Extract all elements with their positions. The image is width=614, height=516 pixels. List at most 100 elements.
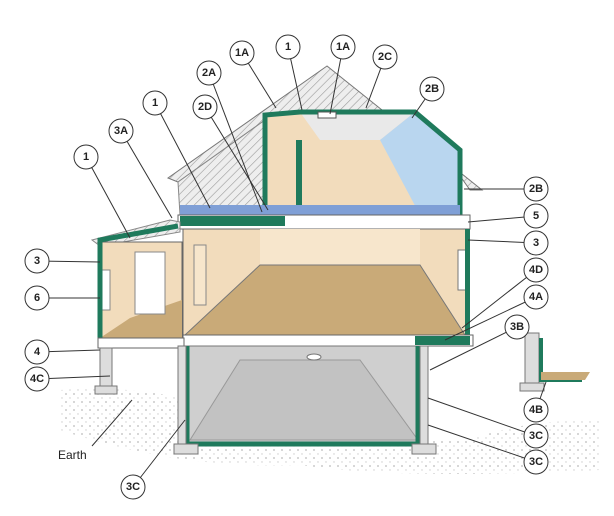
callout-circle <box>73 144 99 170</box>
callout-3c: 3C <box>120 419 186 500</box>
callout-text: 4C <box>30 373 44 385</box>
callout-text: 2B <box>425 83 439 95</box>
attic-knee-wall-blue <box>380 112 460 215</box>
callout-4: 4 <box>24 339 101 365</box>
attic-hatch <box>317 111 337 119</box>
callout-text: 3C <box>529 430 543 442</box>
rim-joist-insulation <box>415 336 470 345</box>
callout-5: 5 <box>467 203 549 229</box>
callout-circle <box>523 423 549 449</box>
callout-circle <box>24 248 50 274</box>
callout-text: 2A <box>202 67 216 79</box>
callout-circle <box>523 203 549 229</box>
attic-floor-blue <box>180 205 460 215</box>
attic-insulation-outline <box>262 109 463 215</box>
callout-4a: 4A <box>444 284 549 341</box>
earth-label: Earth <box>58 448 87 462</box>
floor-insulation-green <box>180 216 285 226</box>
callout-2a: 2A <box>196 60 263 213</box>
callout-3b: 3B <box>429 314 530 371</box>
earth-leader-line <box>91 399 133 447</box>
leader-line <box>154 102 211 209</box>
callout-text: 4A <box>529 291 543 303</box>
crawlspace-wall <box>99 347 113 389</box>
callout-text: 3B <box>510 321 524 333</box>
leader-line <box>120 130 173 219</box>
attic-ceiling <box>300 112 415 140</box>
callout-circle <box>108 118 134 144</box>
callout-3: 3 <box>467 230 549 256</box>
callout-text: 3A <box>114 125 128 137</box>
right-wall-insulation <box>465 229 470 339</box>
callout-2b: 2B <box>411 76 445 119</box>
sliding-door <box>134 251 166 315</box>
callout-3: 3 <box>24 248 101 274</box>
callout-text: 1A <box>235 47 249 59</box>
callout-text: 3 <box>533 237 539 249</box>
callout-3c: 3C <box>427 424 549 475</box>
callout-circle <box>142 90 168 116</box>
callout-text: 1 <box>285 41 291 53</box>
attic-door-insulation <box>296 140 302 210</box>
callout-1a: 1A <box>229 40 277 109</box>
callout-circle <box>523 449 549 475</box>
callout-4c: 4C <box>24 366 111 392</box>
callout-circle <box>24 339 50 365</box>
callout-1: 1 <box>275 34 303 111</box>
callout-text: 3 <box>34 255 40 267</box>
callout-circle <box>523 284 549 310</box>
left-footing <box>94 385 118 395</box>
slab-detail-floor <box>541 372 590 380</box>
callout-text: 2B <box>529 183 543 195</box>
callout-6: 6 <box>24 285 100 311</box>
callout-2b: 2B <box>464 176 549 202</box>
callout-text: 3C <box>529 456 543 468</box>
callout-text: 2C <box>378 51 392 63</box>
leader-line <box>132 419 186 488</box>
callout-circle <box>192 94 218 120</box>
leader-line <box>429 326 518 371</box>
callout-labels: 1A 1 1A 2C 2A 2B 1 2D 3A 1 2B 5 3 3 4D 6 4A 3B 4 4C 4B 3C 3C 3C <box>24 34 549 500</box>
callout-4d: 4D <box>461 257 549 329</box>
slab-detail-wall <box>524 332 540 384</box>
callout-text: 5 <box>533 210 539 222</box>
callout-circle <box>523 257 549 283</box>
leader-line <box>85 156 131 239</box>
callout-circle <box>330 34 356 60</box>
callout-circle <box>419 76 445 102</box>
callout-3a: 3A <box>108 118 173 219</box>
footing-left <box>173 443 199 455</box>
left-wing-floor-slab <box>97 337 185 349</box>
callout-circle <box>24 366 50 392</box>
leader-line <box>444 296 537 341</box>
leader-line <box>461 269 537 329</box>
callout-circle <box>372 44 398 70</box>
callout-text: 2D <box>198 101 212 113</box>
leader-line <box>427 424 537 463</box>
callout-2d: 2D <box>192 94 269 211</box>
callout-circle <box>523 397 549 423</box>
interior-door <box>193 244 207 306</box>
footing-right <box>411 443 437 455</box>
callout-text: 4B <box>529 404 543 416</box>
floor-drain <box>306 353 322 361</box>
callout-text: 6 <box>34 292 40 304</box>
callout-4b: 4B <box>523 381 549 423</box>
basement-floor <box>189 359 419 441</box>
callout-circle <box>504 314 530 340</box>
callout-circle <box>523 176 549 202</box>
left-wing-insulation <box>97 223 179 340</box>
basement-wall-left <box>177 345 187 445</box>
leader-line <box>204 106 269 211</box>
callout-3c: 3C <box>427 397 549 449</box>
basement-wall-right <box>419 345 429 445</box>
callout-circle <box>24 285 50 311</box>
callout-text: 1 <box>83 151 89 163</box>
callout-text: 1A <box>336 41 350 53</box>
callout-1a: 1A <box>329 34 356 115</box>
callout-circle <box>196 60 222 86</box>
callout-text: 1 <box>152 97 158 109</box>
callout-text: 3C <box>126 481 140 493</box>
callout-circle <box>523 230 549 256</box>
